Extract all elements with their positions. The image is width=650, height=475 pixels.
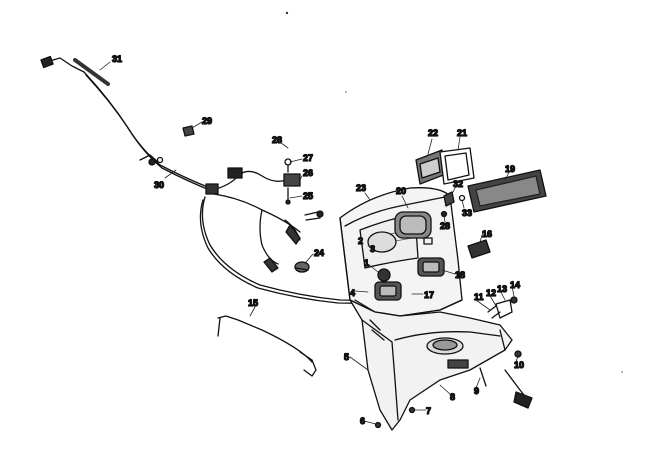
- callout-26: 26: [303, 168, 313, 178]
- callout-18: 18: [455, 270, 465, 280]
- gauges-and-brackets: [415, 147, 547, 259]
- callout-16: 16: [482, 229, 492, 239]
- callout-28: 28: [272, 135, 282, 145]
- callout-22: 22: [428, 128, 438, 138]
- callout-10: 10: [514, 360, 524, 370]
- callout-1: 1: [364, 258, 369, 268]
- console-pedestal: [349, 296, 533, 431]
- callout-7: 7: [426, 406, 431, 416]
- callout-21: 21: [457, 128, 467, 138]
- cable-15: [217, 315, 317, 377]
- callout-5: 5: [344, 352, 349, 362]
- callout-23: 23: [356, 183, 366, 193]
- callout-29: 29: [202, 116, 212, 126]
- callout-28-lower: 28: [440, 221, 450, 231]
- callout-31: 31: [112, 54, 122, 64]
- speck: [345, 91, 347, 93]
- speck: [285, 11, 289, 15]
- speck: [621, 371, 623, 373]
- throttle-cable: [40, 55, 213, 192]
- callout-8: 8: [450, 392, 455, 402]
- callout-4: 4: [350, 288, 355, 298]
- callout-32: 32: [453, 179, 463, 189]
- callout-9: 9: [474, 386, 479, 396]
- callout-3: 3: [370, 244, 375, 254]
- callout-labels: 31 30 29 28 27 26 25 24 23 20 22 21 19 3…: [111, 53, 524, 426]
- callout-30: 30: [154, 180, 164, 190]
- callout-19: 19: [505, 164, 515, 174]
- callout-25: 25: [303, 191, 313, 201]
- callout-2: 2: [358, 236, 363, 246]
- callout-13: 13: [497, 284, 507, 294]
- leader-lines: [99, 61, 519, 425]
- small-parts: [182, 125, 310, 273]
- callout-20: 20: [396, 186, 406, 196]
- callout-11: 11: [474, 292, 484, 302]
- callout-12: 12: [486, 288, 496, 298]
- callout-17: 17: [424, 290, 434, 300]
- callout-33: 33: [462, 208, 472, 218]
- callout-15: 15: [248, 298, 258, 308]
- wiring-harness: [199, 167, 373, 306]
- callout-14: 14: [510, 280, 520, 290]
- dashboard-housing: [339, 187, 463, 317]
- callout-27: 27: [303, 153, 313, 163]
- callout-6: 6: [360, 416, 365, 426]
- callout-24: 24: [314, 248, 324, 258]
